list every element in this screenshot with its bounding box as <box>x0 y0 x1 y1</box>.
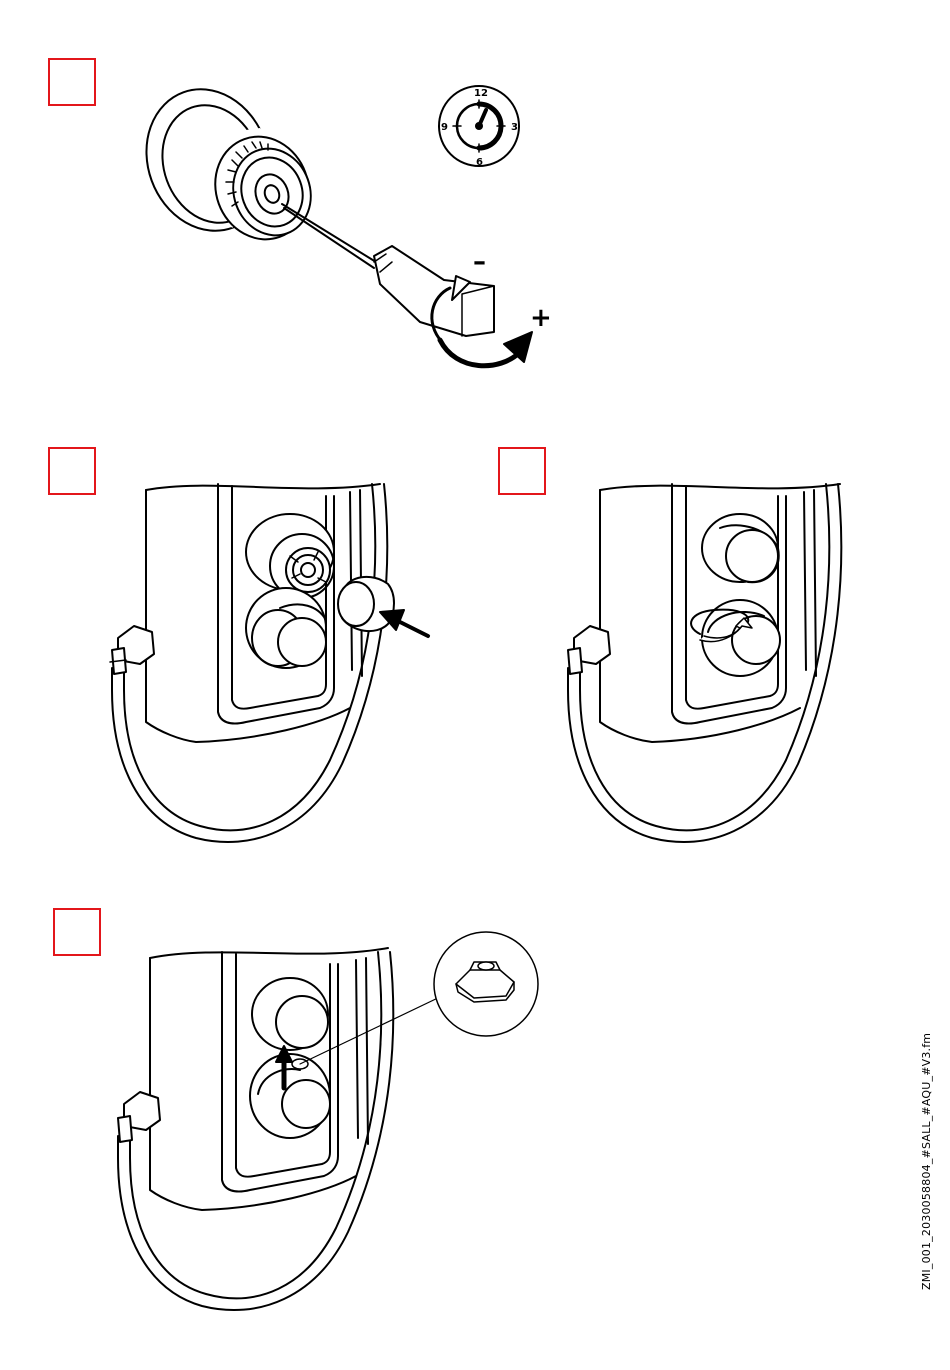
step2-figure <box>110 484 428 842</box>
step4-figure <box>118 932 538 1310</box>
svg-text:3: 3 <box>511 122 518 133</box>
svg-text:9: 9 <box>441 122 448 133</box>
minus-label: – <box>473 247 486 277</box>
clock-dial: 12 3 6 9 <box>439 86 519 168</box>
push-arrow-icon <box>396 620 428 636</box>
step3-figure <box>568 484 841 842</box>
step1-figure: – + <box>127 72 552 366</box>
document-id: ZMI_001_2030058804_#SALL_#AQU_#V3.fm <box>920 1033 933 1290</box>
svg-text:12: 12 <box>474 88 488 99</box>
svg-text:6: 6 <box>476 157 483 168</box>
plus-label: + <box>530 303 552 333</box>
